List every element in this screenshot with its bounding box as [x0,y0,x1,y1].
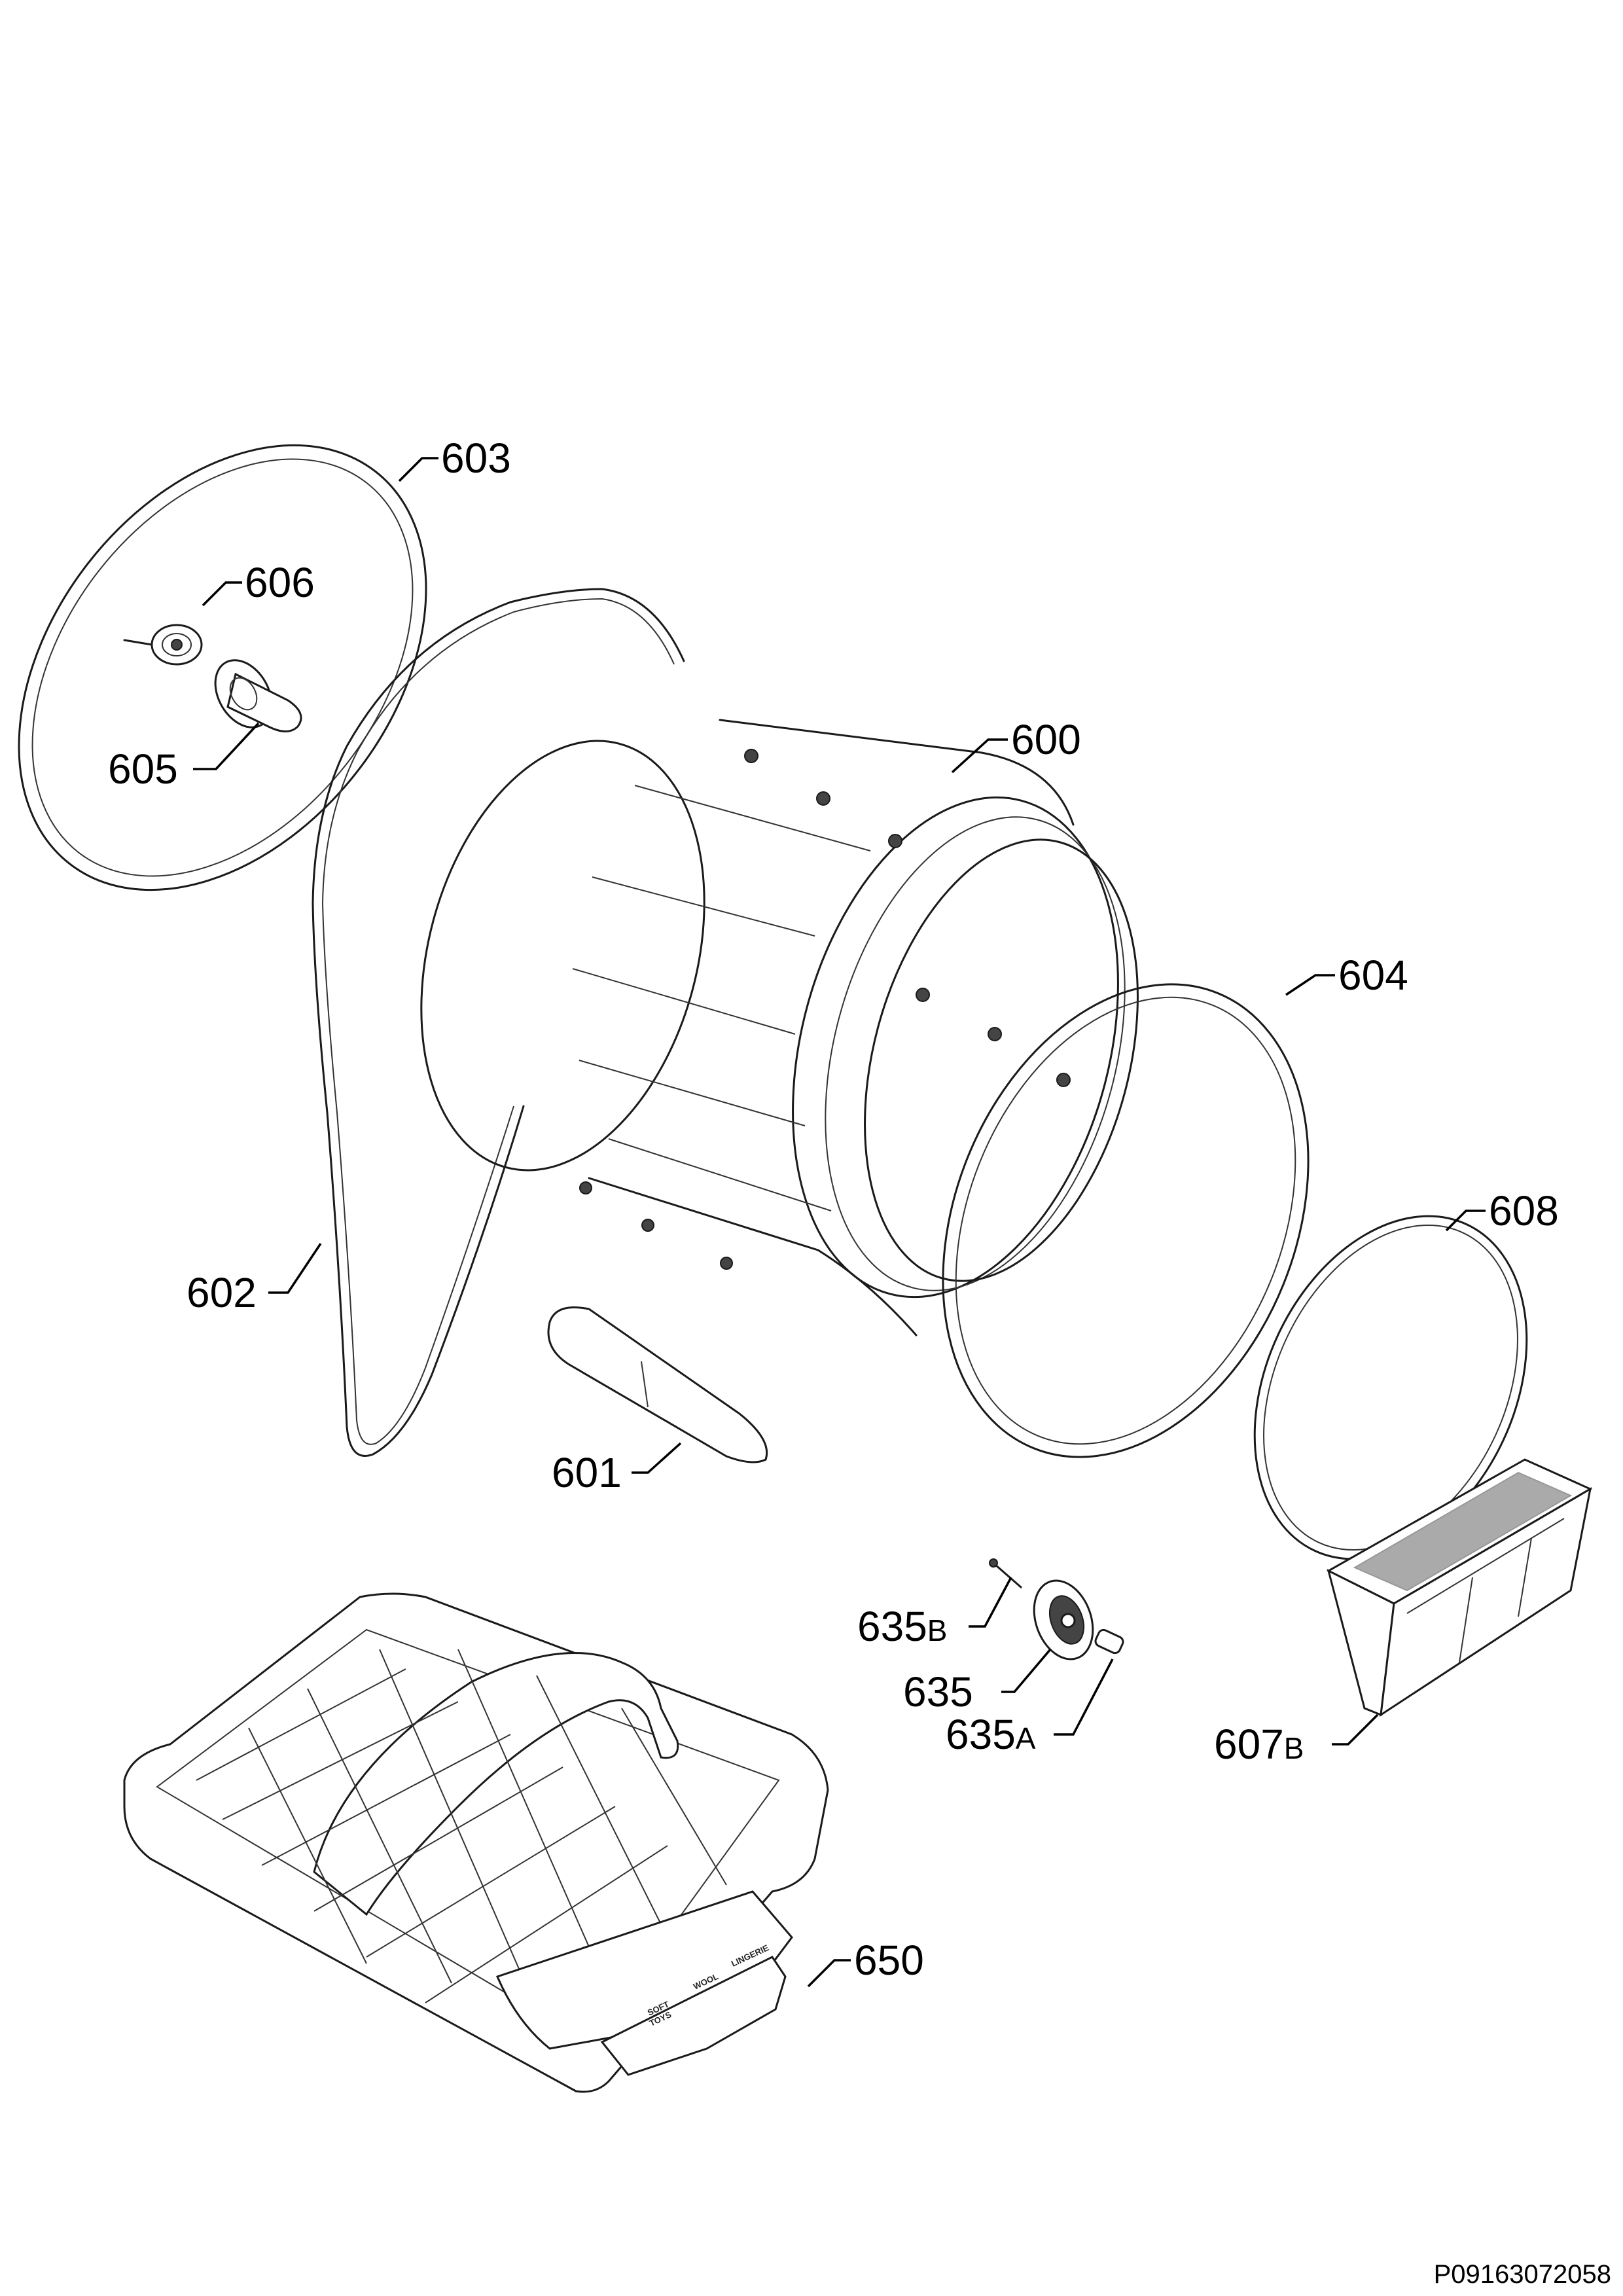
part-635b-screw [989,1558,1022,1588]
part-labels: 603 606 605 600 604 608 602 601 650 635B… [108,435,1559,1984]
part-635-roller-wheel [1033,1579,1094,1660]
label-635: 635 [903,1668,973,1715]
label-604: 604 [1338,952,1408,999]
leader-lines [193,457,1486,1988]
label-600: 600 [1011,716,1081,763]
part-635a-pin [1094,1628,1124,1655]
label-608: 608 [1489,1187,1559,1234]
label-605: 605 [108,745,178,793]
part-607b-filter [1326,1458,1593,1717]
label-650: 650 [854,1937,924,1984]
part-604-front-seal [942,983,1310,1458]
drawing-code: P09163072058 [1434,2260,1611,2289]
label-635a: 635A [946,1711,1036,1758]
part-606-bearing-hub [123,624,203,666]
label-603: 603 [441,435,511,482]
label-606: 606 [245,559,315,606]
label-602: 602 [187,1269,257,1316]
part-603-rear-plate [18,444,427,891]
label-601: 601 [552,1449,622,1496]
part-608-gasket [1253,1215,1528,1560]
label-635b: 635B [857,1603,947,1650]
part-602-drive-belt [312,588,685,1457]
label-607b: 607B [1214,1721,1304,1768]
part-600-drum [420,719,1139,1336]
part-650-basket: SOFT TOYS WOOL LINGERIE [123,1592,829,2093]
part-605-shaft [214,659,302,732]
part-601-lifter [547,1306,768,1463]
